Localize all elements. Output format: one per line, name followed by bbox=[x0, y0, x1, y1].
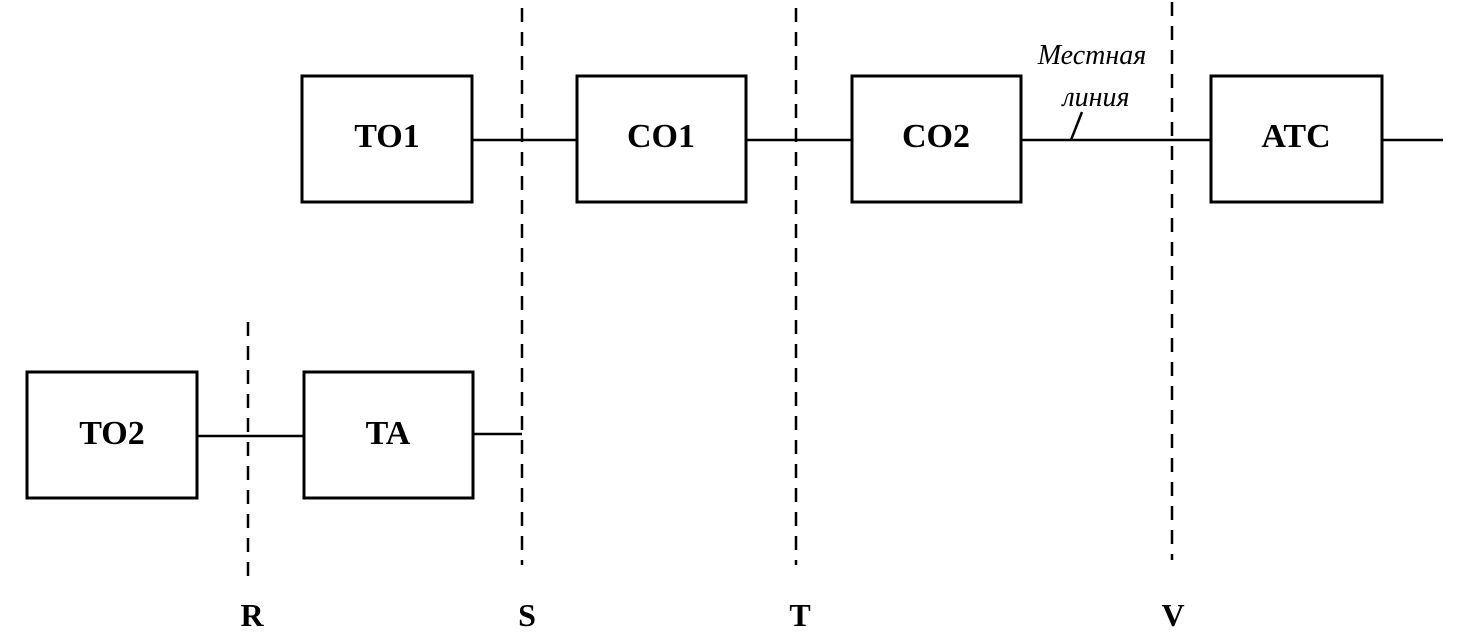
block-co2-label: CO2 bbox=[902, 118, 970, 155]
reference-label-v: V bbox=[1161, 597, 1184, 633]
local-line-label-1: Местная bbox=[1037, 40, 1147, 71]
block-atc: ATC bbox=[1209, 74, 1384, 204]
reference-label-r: R bbox=[240, 597, 264, 633]
block-ta-label: TA bbox=[366, 415, 411, 452]
block-to2-label: TO2 bbox=[79, 415, 145, 452]
local-line-label-2: линия bbox=[1060, 82, 1129, 113]
local-line-pointer bbox=[1069, 111, 1084, 141]
block-atc-label: ATC bbox=[1261, 118, 1330, 155]
block-ta: TA bbox=[302, 370, 475, 500]
block-co1-label: CO1 bbox=[627, 118, 695, 155]
block-co2: CO2 bbox=[850, 74, 1023, 204]
reference-label-t: T bbox=[789, 597, 810, 633]
block-to1: TO1 bbox=[300, 74, 474, 204]
block-co1: CO1 bbox=[575, 74, 748, 204]
block-to1-label: TO1 bbox=[354, 118, 420, 155]
reference-label-s: S bbox=[518, 597, 536, 633]
block-to2: TO2 bbox=[25, 370, 199, 500]
